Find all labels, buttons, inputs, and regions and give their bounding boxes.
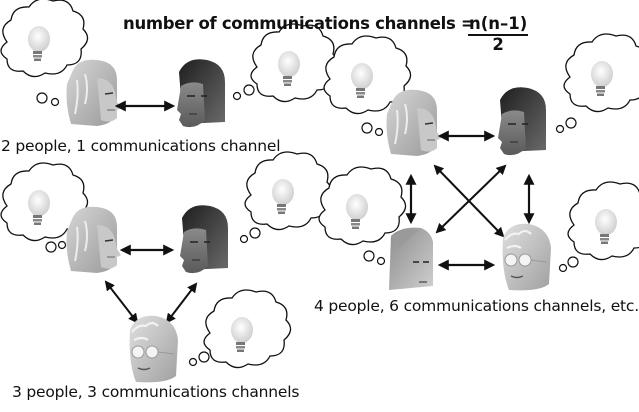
person-dark-man (179, 204, 229, 274)
thought-bubble-icon (558, 181, 639, 273)
person-old-woman (501, 222, 553, 292)
formula-numerator: n(n–1) (468, 14, 529, 36)
thought-bubble-icon (0, 162, 89, 253)
thought-bubble-icon (323, 35, 412, 137)
formula-title: number of communications channels = (123, 14, 475, 33)
thought-bubble-icon (239, 151, 333, 244)
group-two-people (0, 0, 339, 128)
person-dark-man (176, 58, 226, 128)
formula-fraction: n(n–1) 2 (468, 14, 529, 54)
person-middle-aged-man (388, 226, 434, 291)
person-dark-man (497, 86, 547, 156)
person-woman (385, 88, 442, 157)
person-woman (65, 58, 122, 127)
thought-bubble-icon (0, 0, 89, 107)
group-three-people (0, 151, 333, 384)
thought-bubble-icon (555, 33, 639, 134)
group-four-people (318, 33, 639, 292)
channel-arrow (165, 282, 198, 324)
thought-bubble-icon (318, 166, 407, 266)
channel-arrow (435, 164, 507, 234)
caption-four-people: 4 people, 6 communications channels, etc… (314, 297, 639, 315)
formula-denominator: 2 (492, 35, 504, 54)
person-old-woman (128, 314, 180, 384)
thought-bubble-icon (232, 23, 339, 103)
channel-arrow (104, 280, 139, 324)
thought-bubble-icon (188, 289, 292, 369)
caption-three-people: 3 people, 3 communications channels (12, 383, 300, 401)
caption-two-people: 2 people, 1 communications channel (1, 137, 281, 155)
person-woman (65, 205, 122, 274)
